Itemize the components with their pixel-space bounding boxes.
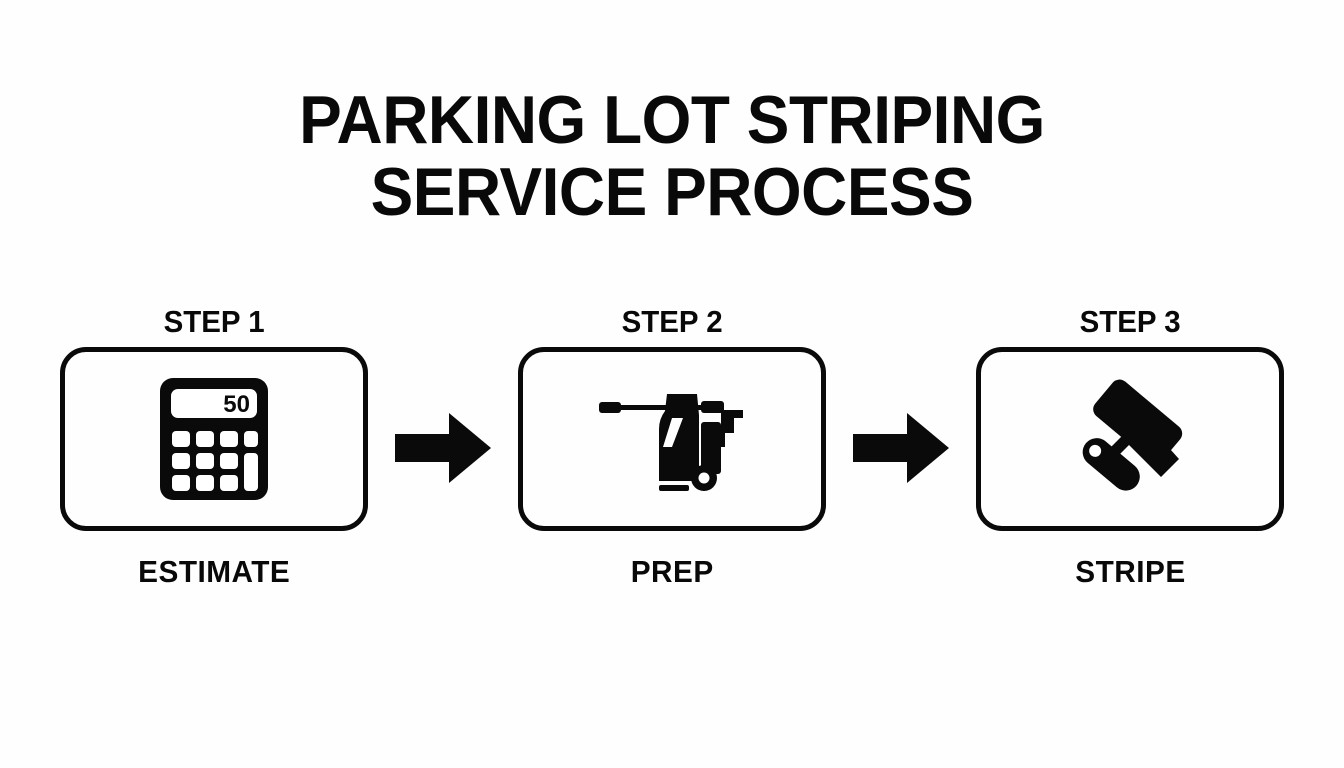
arrow-right-icon bbox=[395, 413, 491, 483]
process-steps-row: STEP 1 50 bbox=[60, 305, 1284, 595]
calculator-display-value: 50 bbox=[223, 391, 250, 418]
step-1-icon-box[interactable]: 50 bbox=[60, 347, 368, 531]
calculator-icon: 50 bbox=[160, 378, 268, 500]
pressure-washer-icon bbox=[599, 394, 743, 491]
page-title: PARKING LOT STRIPING SERVICE PROCESS bbox=[0, 84, 1344, 228]
step-1-caption: STEP 1 bbox=[163, 304, 265, 339]
paint-roller-icon bbox=[1082, 379, 1183, 491]
process-step-2[interactable]: STEP 2 bbox=[518, 305, 826, 589]
page-title-line-2: SERVICE PROCESS bbox=[370, 154, 974, 230]
step-3-label: STRIPE bbox=[1074, 554, 1186, 589]
process-step-3[interactable]: STEP 3 bbox=[976, 305, 1284, 589]
page-title-line-1: PARKING LOT STRIPING bbox=[299, 82, 1045, 158]
arrow-right-icon bbox=[853, 413, 949, 483]
step-3-caption: STEP 3 bbox=[1079, 304, 1181, 339]
step-2-caption: STEP 2 bbox=[621, 304, 723, 339]
connector-2 bbox=[845, 356, 957, 540]
connector-1 bbox=[387, 356, 499, 540]
step-2-label: PREP bbox=[630, 554, 714, 589]
step-3-icon-box[interactable] bbox=[976, 347, 1284, 531]
process-step-1[interactable]: STEP 1 50 bbox=[60, 305, 368, 589]
step-1-label: ESTIMATE bbox=[137, 554, 291, 589]
step-2-icon-box[interactable] bbox=[518, 347, 826, 531]
